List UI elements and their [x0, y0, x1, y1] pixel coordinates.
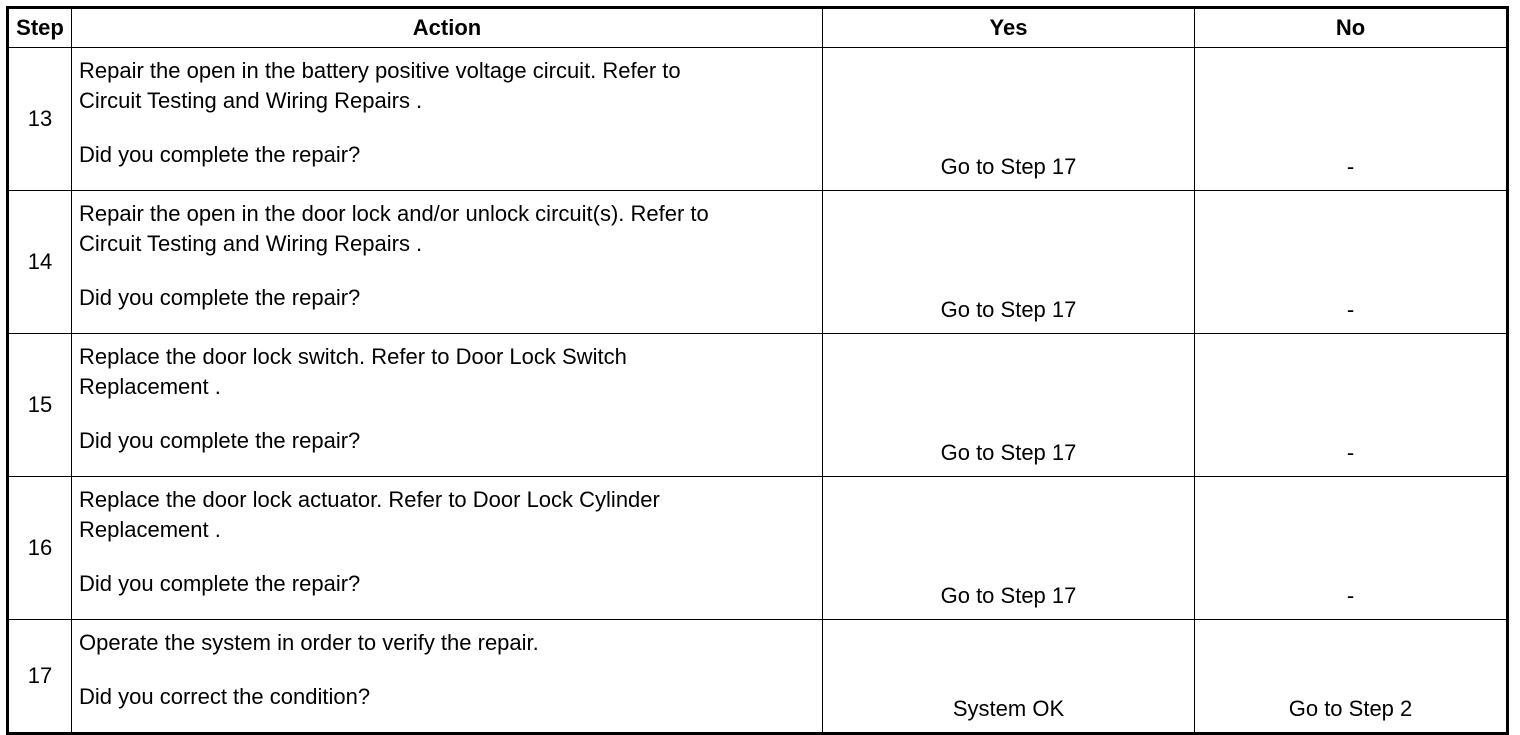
action-cell: Replace the door lock actuator. Refer to… — [71, 476, 823, 620]
yes-result: Go to Step 17 — [822, 190, 1195, 334]
table-row: 15 Replace the door lock switch. Refer t… — [7, 333, 1508, 477]
no-result: - — [1194, 190, 1508, 334]
header-row: Step Action Yes No — [7, 7, 1508, 48]
action-text-continued: Circuit Testing and Wiring Repairs . — [79, 88, 423, 113]
action-text: Replace the door lock switch. Refer to D… — [79, 344, 627, 369]
step-number: 16 — [7, 476, 72, 620]
action-text-continued: Replacement . — [79, 374, 221, 399]
no-result: Go to Step 2 — [1194, 619, 1508, 734]
action-question: Did you complete the repair? — [79, 571, 361, 596]
header-no: No — [1194, 7, 1508, 48]
table-row: 16 Replace the door lock actuator. Refer… — [7, 476, 1508, 620]
action-question: Did you complete the repair? — [79, 285, 361, 310]
header-step: Step — [7, 7, 72, 48]
no-result: - — [1194, 47, 1508, 191]
table-row: 17 Operate the system in order to verify… — [7, 619, 1508, 734]
action-cell: Replace the door lock switch. Refer to D… — [71, 333, 823, 477]
action-text: Replace the door lock actuator. Refer to… — [79, 487, 660, 512]
step-number: 14 — [7, 190, 72, 334]
no-result: - — [1194, 476, 1508, 620]
action-text: Repair the open in the battery positive … — [79, 58, 681, 83]
step-number: 15 — [7, 333, 72, 477]
action-cell: Operate the system in order to verify th… — [71, 619, 823, 734]
action-text-continued: Circuit Testing and Wiring Repairs . — [79, 231, 423, 256]
action-text: Operate the system in order to verify th… — [79, 630, 539, 655]
yes-result: Go to Step 17 — [822, 333, 1195, 477]
header-yes: Yes — [822, 7, 1195, 48]
action-text: Repair the open in the door lock and/or … — [79, 201, 709, 226]
table-row: 14 Repair the open in the door lock and/… — [7, 190, 1508, 334]
no-result: - — [1194, 333, 1508, 477]
step-number: 17 — [7, 619, 72, 734]
action-question: Did you complete the repair? — [79, 142, 361, 167]
table-row: 13 Repair the open in the battery positi… — [7, 47, 1508, 191]
action-text-continued: Replacement . — [79, 517, 221, 542]
yes-result: Go to Step 17 — [822, 47, 1195, 191]
action-question: Did you complete the repair? — [79, 428, 361, 453]
yes-result: System OK — [822, 619, 1195, 734]
action-cell: Repair the open in the battery positive … — [71, 47, 823, 191]
header-action: Action — [71, 7, 823, 48]
step-number: 13 — [7, 47, 72, 191]
yes-result: Go to Step 17 — [822, 476, 1195, 620]
action-question: Did you correct the condition? — [79, 684, 371, 709]
action-cell: Repair the open in the door lock and/or … — [71, 190, 823, 334]
diagnostic-table: Step Action Yes No 13 Repair the open in… — [6, 6, 1509, 735]
